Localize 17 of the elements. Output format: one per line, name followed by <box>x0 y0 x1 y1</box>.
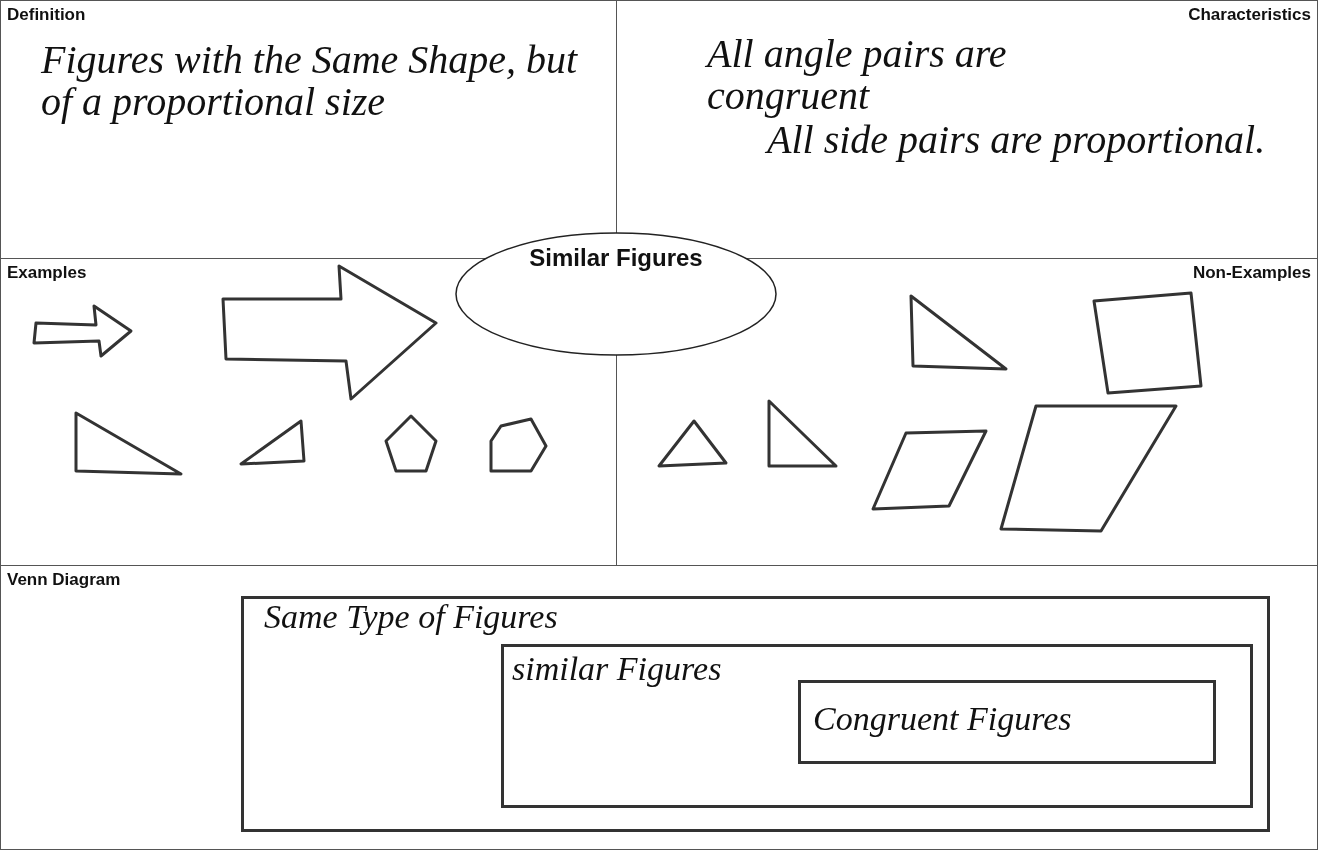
ellipse-label: Similar Figures <box>529 244 703 272</box>
handwritten-text: Congruent Figures <box>813 701 1072 737</box>
section-heading: Non-Examples <box>1192 263 1311 283</box>
section-heading: Venn Diagram <box>7 570 121 590</box>
venn-rectangle <box>798 680 1216 764</box>
section-heading: Definition <box>7 5 86 25</box>
section-heading: Examples <box>7 263 87 283</box>
venn-rectangle <box>501 644 1253 808</box>
venn-rectangle <box>241 596 1270 832</box>
handwritten-text: Figures with the Same Shape, but of a proportional size <box>41 39 579 123</box>
section-panel <box>0 565 1318 850</box>
handwritten-text: All side pairs are proportional. <box>767 119 1267 161</box>
section-heading: Characteristics <box>1188 5 1311 25</box>
handwritten-text: Same Type of Figures <box>264 599 558 635</box>
handwritten-text: similar Figures <box>512 651 722 687</box>
title-ellipse <box>455 232 777 356</box>
handwritten-text: All angle pairs are congruent <box>707 33 1008 117</box>
